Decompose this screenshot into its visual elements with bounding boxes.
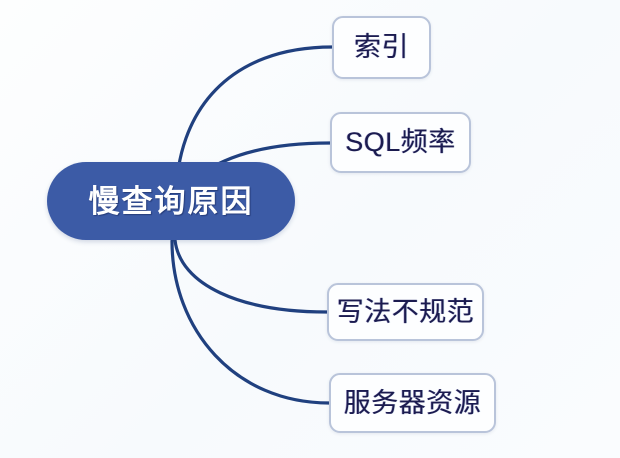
branch-node-syntax[interactable]: 写法不规范 (327, 283, 484, 341)
branch-node-server-resource[interactable]: 服务器资源 (329, 373, 496, 433)
branch-label-sql-frequency: SQL频率 (345, 127, 456, 157)
branch-label-server-resource: 服务器资源 (343, 387, 482, 418)
branch-label-syntax: 写法不规范 (336, 296, 475, 327)
branch-label-index: 索引 (354, 32, 409, 62)
central-node[interactable]: 慢查询原因 (47, 162, 295, 240)
central-node-label: 慢查询原因 (88, 183, 254, 219)
connector-to-syntax (173, 238, 329, 314)
connector-to-server-resource (170, 239, 331, 405)
branch-node-index[interactable]: 索引 (332, 16, 431, 79)
branch-node-sql-frequency[interactable]: SQL频率 (330, 112, 471, 173)
